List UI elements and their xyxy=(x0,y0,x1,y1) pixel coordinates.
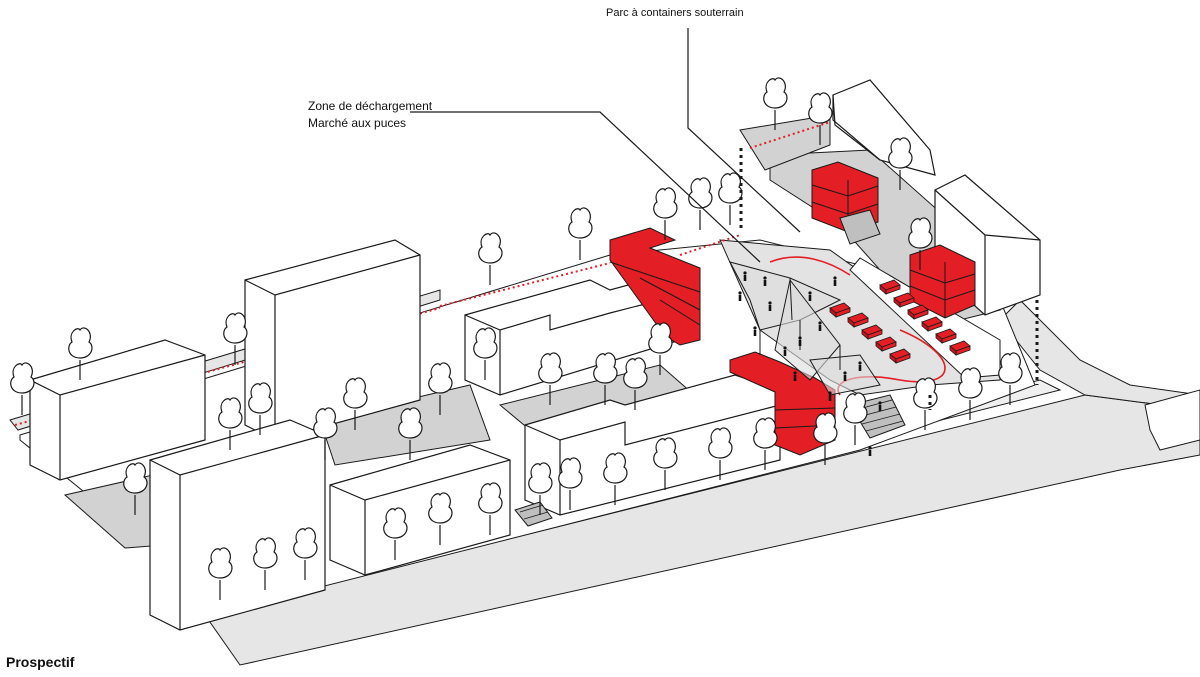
caption-prospectif: Prospectif xyxy=(6,654,75,670)
tent-canopies xyxy=(729,261,881,396)
leader-lines xyxy=(410,28,801,263)
label-unloading-zone: Zone de déchargement Marché aux puces xyxy=(308,98,432,132)
label-unloading-zone-line2: Marché aux puces xyxy=(308,116,407,130)
red-dotted-paths xyxy=(14,121,831,426)
buildings-white xyxy=(29,79,1041,631)
dotted-markers xyxy=(739,148,1039,410)
label-underground-containers: Parc à containers souterrain xyxy=(606,7,744,19)
label-unloading-zone-line1: Zone de déchargement xyxy=(308,99,433,113)
